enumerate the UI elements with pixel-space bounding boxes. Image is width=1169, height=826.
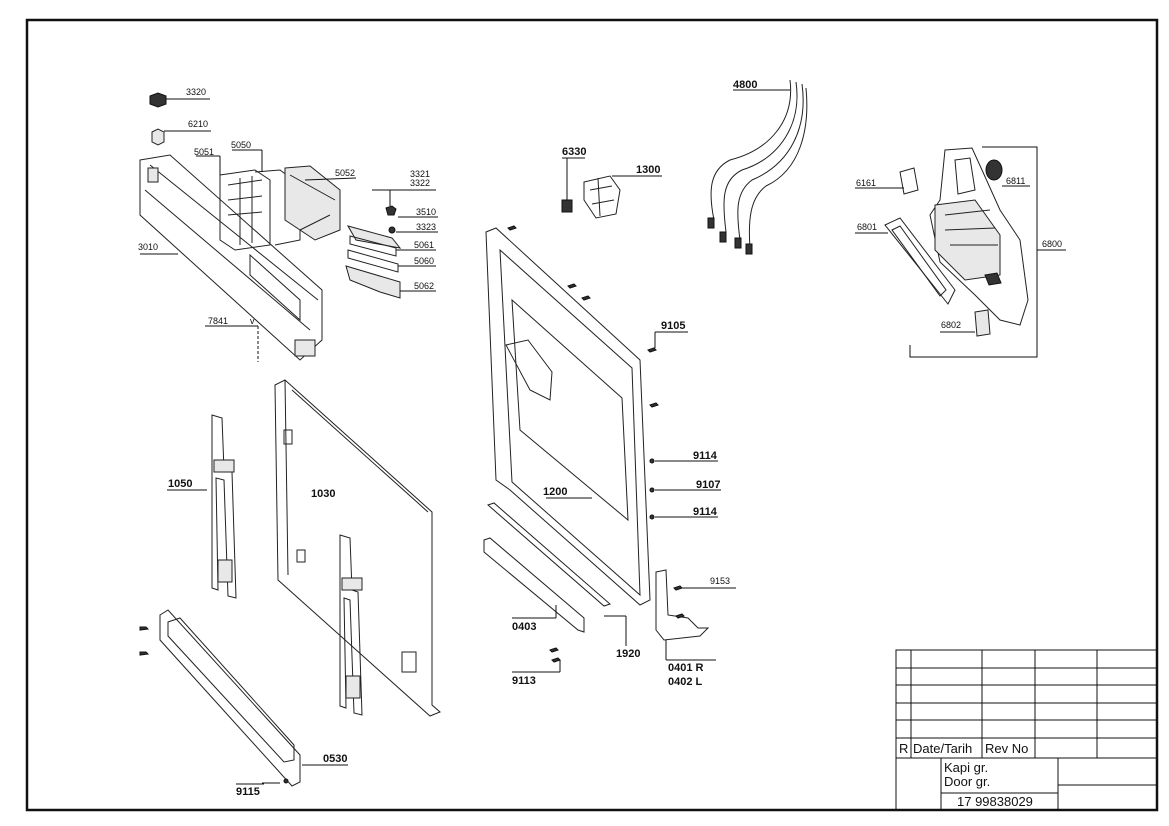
label-6330: 6330 [562, 146, 586, 158]
label-3323: 3323 [416, 222, 436, 232]
part-4800-harness [710, 79, 792, 221]
dispenser-group: 6800 6161 6811 6801 6802 [855, 146, 1066, 358]
label-6161: 6161 [856, 178, 876, 188]
part-0403-profile [483, 537, 585, 633]
label-3510: 3510 [416, 207, 436, 217]
part-6811-ring [985, 159, 1003, 181]
label-9105: 9105 [661, 320, 685, 332]
label-5052: 5052 [335, 168, 355, 178]
title-block-group-tr: Kapi gr. [944, 760, 988, 775]
label-9114-top: 9114 [693, 450, 718, 462]
label-6811: 6811 [1006, 176, 1025, 186]
title-block-doc-number: 17 99838029 [957, 794, 1033, 809]
outer-door-group: 1050 1030 9115 0530 [139, 379, 441, 798]
label-3320: 3320 [186, 87, 206, 97]
label-6210: 6210 [188, 119, 208, 129]
label-9153: 9153 [710, 576, 730, 586]
part-1050-bracket [211, 414, 237, 599]
label-6802: 6802 [941, 320, 961, 330]
label-9114-bottom: 9114 [693, 506, 718, 518]
label-1200: 1200 [543, 486, 567, 498]
part-0401-hinge-arm [655, 569, 710, 641]
label-1030: 1030 [311, 488, 335, 500]
label-7841-v: v [250, 316, 255, 326]
label-9107: 9107 [696, 479, 720, 491]
drawing-frame [25, 18, 1159, 812]
label-5061: 5061 [414, 240, 434, 250]
part-1200-inner-door [485, 227, 651, 606]
part-3323-spring [388, 226, 396, 234]
label-9113: 9113 [512, 675, 536, 687]
part-1030-outer-panel [274, 379, 441, 717]
label-0402: 0402 L [668, 676, 703, 688]
part-6210-switch [151, 128, 165, 146]
title-block-revno: Rev No [985, 741, 1028, 756]
label-9115: 9115 [236, 786, 260, 798]
part-6161-plate [899, 167, 919, 195]
part-1030-hinge [339, 534, 363, 716]
inner-door-group: 6330 1300 4800 1200 9105 9114 [483, 79, 808, 688]
part-6330 [561, 199, 573, 213]
label-5050: 5050 [231, 140, 251, 150]
label-3321: 3321 [410, 169, 430, 179]
part-6800-dispenser-body [929, 147, 1029, 326]
part-3320-knob [149, 92, 167, 108]
label-0403: 0403 [512, 621, 536, 633]
part-0530-bottom-profile [159, 609, 301, 787]
label-5051: 5051 [194, 147, 214, 157]
label-0401: 0401 R [668, 662, 704, 674]
part-5051-bracket [219, 169, 271, 251]
label-1920: 1920 [616, 648, 640, 660]
title-block-group-en: Door gr. [944, 774, 990, 789]
label-3322: 3322 [410, 178, 430, 188]
control-panel-group: 3320 6210 3010 5051 5050 5052 3321 3322 [138, 87, 438, 362]
label-3010: 3010 [138, 242, 158, 252]
label-5060: 5060 [414, 256, 434, 266]
label-4800: 4800 [733, 79, 757, 91]
label-7841: 7841 [208, 316, 228, 326]
label-1300: 1300 [636, 164, 660, 176]
part-3010-control-panel [139, 154, 323, 361]
part-5062-button-holder [345, 265, 401, 299]
part-1920-seal [487, 502, 611, 607]
label-6801: 6801 [857, 222, 877, 232]
part-1300-dispenser [583, 175, 621, 219]
label-5062: 5062 [414, 281, 434, 291]
label-0530: 0530 [323, 753, 347, 765]
part-3321-clip [385, 205, 397, 216]
part-5061-button-strip [346, 225, 402, 249]
part-6802 [974, 309, 991, 337]
part-5052-cover [284, 165, 341, 241]
label-6800: 6800 [1042, 239, 1062, 249]
title-block: R Date/Tarih Rev No Kapi gr. Door gr. 17… [895, 649, 1158, 811]
title-block-rev: R [899, 741, 908, 756]
label-1050: 1050 [168, 478, 192, 490]
title-block-date: Date/Tarih [913, 741, 972, 756]
part-5060-button-board [347, 249, 399, 273]
